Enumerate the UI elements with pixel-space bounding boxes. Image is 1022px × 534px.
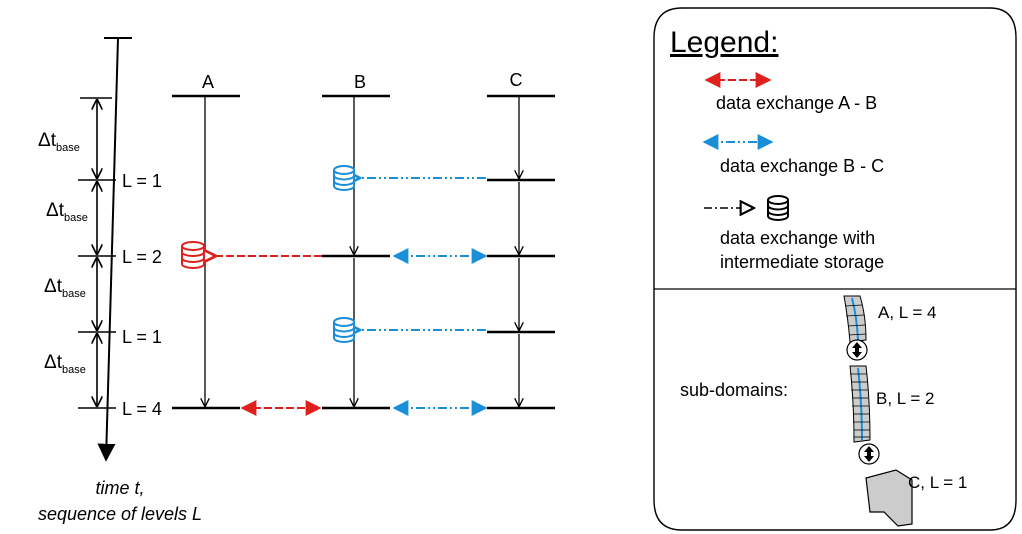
domain-c-label: C	[510, 70, 523, 90]
coupling-icon	[858, 443, 880, 465]
legend-ab-label: data exchange A - B	[716, 93, 877, 113]
level-label: L = 1	[122, 171, 162, 191]
level-label: L = 4	[122, 399, 162, 419]
subdomain-b-label: B, L = 2	[876, 389, 934, 408]
subdomain-c-shape	[865, 469, 913, 527]
level-label: L = 1	[122, 327, 162, 347]
domain-b-label: B	[354, 72, 366, 92]
subdomain-a-label: A, L = 4	[878, 303, 936, 322]
delta-t-brackets	[78, 97, 116, 409]
database-icon	[333, 317, 355, 343]
database-icon	[767, 195, 789, 221]
legend-storage-label: intermediate storage	[720, 252, 884, 272]
level-label: L = 2	[122, 247, 162, 267]
coupling-icon	[846, 339, 868, 361]
delta-t-label: Δtbase	[44, 276, 86, 300]
sync-lines	[172, 178, 555, 410]
domain-c-timeline	[487, 94, 555, 406]
database-icon	[333, 165, 355, 191]
legend-title: Legend:	[670, 26, 778, 59]
subdomain-a-shape	[843, 295, 867, 343]
subdomains-label: sub-domains:	[680, 380, 788, 400]
legend-storage-label: data exchange with	[720, 228, 875, 248]
subdomain-c-label: C, L = 1	[908, 473, 967, 492]
time-axis-caption: sequence of levels L	[38, 504, 202, 524]
time-axis	[97, 37, 132, 462]
legend-frame	[653, 7, 1017, 531]
subdomain-b-shape	[849, 365, 871, 443]
domain-b-timeline	[322, 94, 390, 406]
delta-t-label: Δtbase	[44, 352, 86, 376]
delta-t-label: Δtbase	[46, 200, 88, 224]
time-axis-caption: time t,	[95, 478, 144, 498]
database-icon	[181, 241, 205, 269]
delta-t-label: Δtbase	[38, 130, 80, 154]
domain-a-label: A	[202, 72, 214, 92]
legend-bc-label: data exchange B - C	[720, 156, 884, 176]
